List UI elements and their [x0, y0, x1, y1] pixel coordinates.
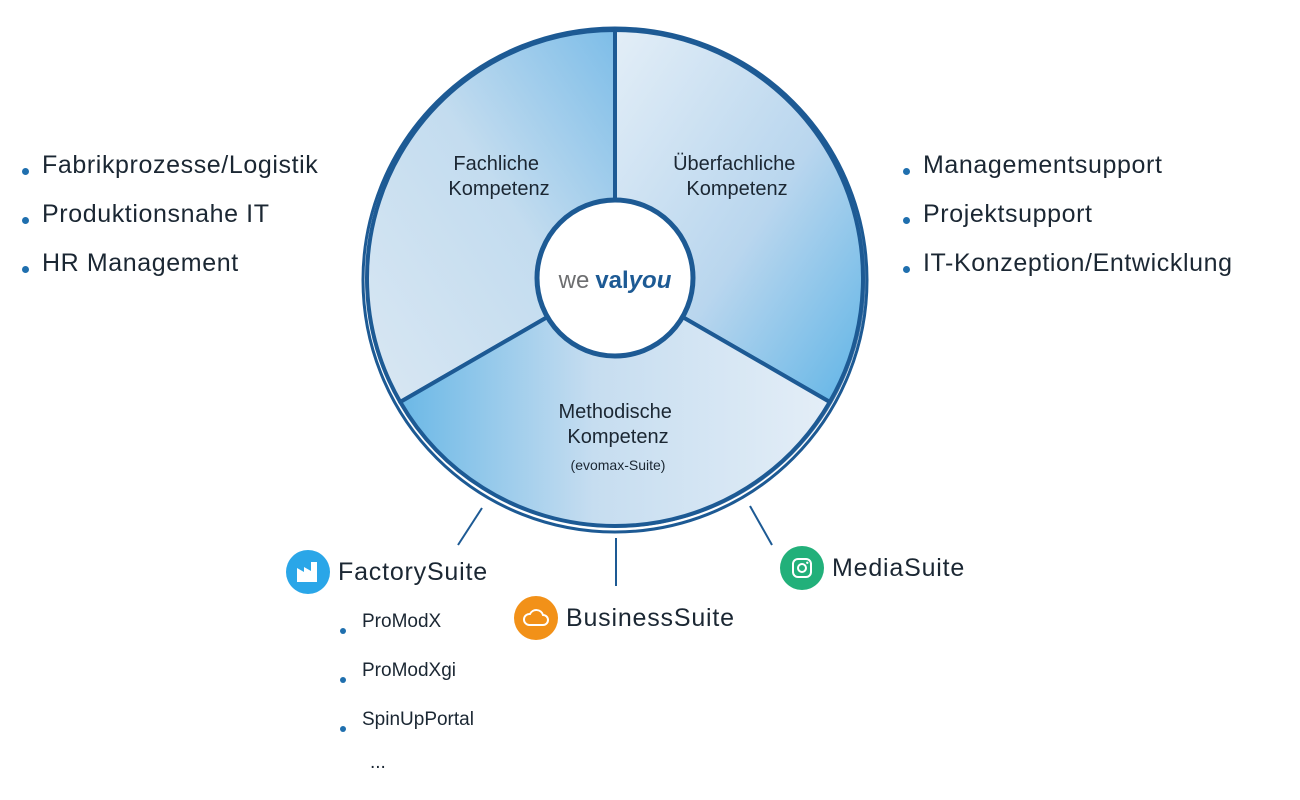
media-suite: MediaSuite — [780, 546, 965, 590]
list-item: Managementsupport — [903, 146, 1233, 195]
list-item: Projektsupport — [903, 195, 1233, 244]
bullet-icon — [903, 167, 910, 175]
list-item: Produktionsnahe IT — [22, 195, 318, 244]
list-item: Fabrikprozesse/Logistik — [22, 146, 318, 195]
business-suite: BusinessSuite — [514, 596, 735, 640]
segment-label-ueberfachliche: Überfachliche Kompetenz — [673, 153, 801, 200]
segment-label-fachliche: Fachliche Kompetenz — [448, 153, 549, 200]
list-item: ProModXgi — [340, 655, 474, 704]
factory-product-list: ProModX ProModXgi SpinUpPortal — [340, 606, 474, 753]
list-item: ProModX — [340, 606, 474, 655]
connector-factory — [457, 507, 483, 546]
bullet-icon — [22, 216, 29, 224]
right-competence-list: Managementsupport Projektsupport IT-Konz… — [903, 146, 1233, 293]
segment-sublabel-evomax: (evomax-Suite) — [571, 457, 666, 473]
connector-media — [749, 505, 773, 546]
wheel-center-hub — [534, 197, 696, 359]
left-competence-list: Fabrikprozesse/Logistik Produktionsnahe … — [22, 146, 318, 293]
bullet-icon — [340, 627, 346, 634]
bullet-icon — [340, 676, 346, 683]
list-item: SpinUpPortal — [340, 704, 474, 753]
instagram-icon — [780, 546, 824, 590]
factory-product-ellipsis: ... — [370, 752, 386, 773]
bullet-icon — [22, 265, 29, 273]
list-item: HR Management — [22, 244, 318, 293]
factory-suite-label: FactorySuite — [338, 557, 488, 586]
factory-icon — [286, 550, 330, 594]
cloud-icon — [514, 596, 558, 640]
factory-suite: FactorySuite — [286, 550, 488, 594]
business-suite-label: BusinessSuite — [566, 603, 735, 632]
media-suite-label: MediaSuite — [832, 553, 966, 582]
list-item: IT-Konzeption/Entwicklung — [903, 244, 1233, 293]
bullet-icon — [903, 265, 910, 273]
bullet-icon — [340, 725, 346, 732]
segment-label-methodische: Methodische Kompetenz — [559, 401, 678, 448]
bullet-icon — [22, 167, 29, 175]
bullet-icon — [903, 216, 910, 224]
